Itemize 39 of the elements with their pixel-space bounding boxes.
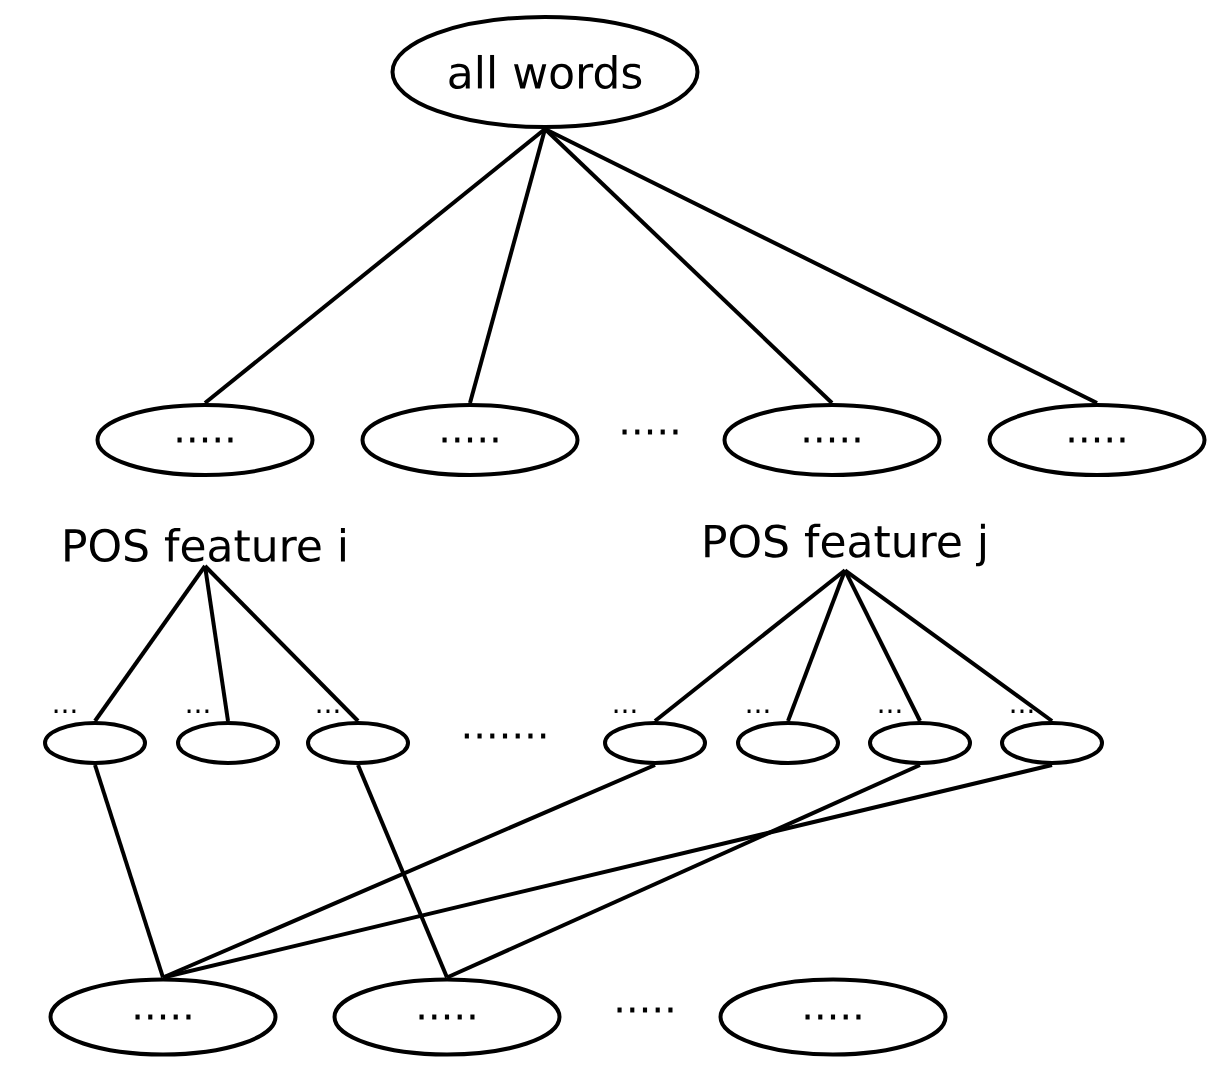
- connector-line: [786, 569, 847, 722]
- ellipse-node: all words: [390, 15, 700, 129]
- connector-line: [843, 568, 1054, 723]
- connector-line: [93, 564, 207, 723]
- ellipsis-label: .......: [464, 733, 546, 739]
- feature-label: POS feature j: [705, 523, 985, 567]
- node-label: ...: [747, 709, 769, 713]
- ellipse-node: .....: [722, 403, 942, 477]
- ellipse-node: ...: [868, 709, 972, 765]
- ellipsis-label: .....: [622, 429, 678, 435]
- node-label: ...: [1011, 709, 1033, 713]
- node-label: ...: [879, 709, 901, 713]
- connector-line: [203, 565, 230, 722]
- ellipse-node: .....: [332, 977, 562, 1057]
- ellipse-node: .....: [48, 977, 278, 1057]
- ellipse-node: .....: [987, 403, 1207, 477]
- ellipse-node: .....: [95, 403, 315, 477]
- ellipse-node: .....: [718, 977, 948, 1057]
- node-label: ...: [614, 709, 636, 713]
- connector-line: [468, 128, 547, 404]
- ellipse-node: ...: [603, 709, 707, 765]
- connector-line: [356, 764, 449, 979]
- ellipse-node: ...: [176, 709, 280, 765]
- feature-label: POS feature i: [65, 527, 345, 563]
- node-label: ...: [187, 709, 209, 713]
- node-label: ...: [54, 709, 76, 713]
- node-label: ...: [317, 709, 339, 713]
- connector-line: [653, 568, 847, 723]
- connector-line: [203, 564, 360, 723]
- connector-line: [162, 763, 1053, 980]
- ellipse-node: .....: [360, 403, 580, 477]
- connector-line: [446, 763, 921, 980]
- ellipse-node: ...: [1000, 709, 1104, 765]
- ellipse-node: ...: [306, 709, 410, 765]
- connector-line: [843, 569, 922, 722]
- ellipse-node: ...: [43, 709, 147, 765]
- ellipsis-label: .....: [617, 1007, 673, 1013]
- ellipse-node: ...: [736, 709, 840, 765]
- connector-line: [93, 764, 165, 979]
